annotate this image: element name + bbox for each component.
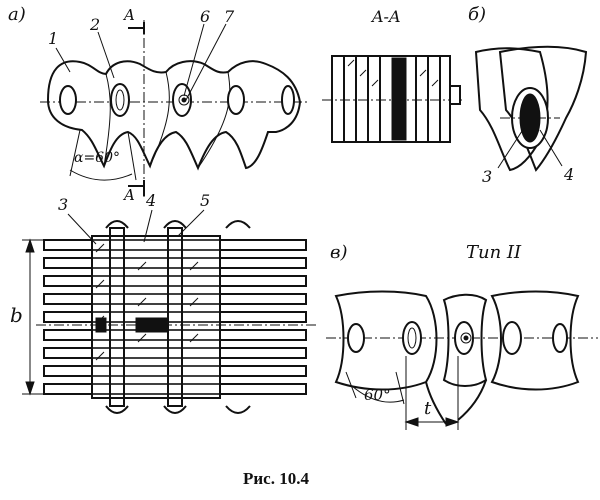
type2-hole xyxy=(502,321,522,355)
section-aa xyxy=(322,55,462,143)
type2-tooth xyxy=(457,379,487,421)
type2-hole xyxy=(552,323,568,353)
pin-hole xyxy=(227,85,245,115)
pin-head xyxy=(163,220,187,229)
angle-arc-v xyxy=(351,385,405,403)
pin-hole xyxy=(110,83,130,117)
view-a-side xyxy=(40,20,310,200)
pin-rod xyxy=(167,227,183,407)
type2-hole xyxy=(347,323,365,353)
angle-a-label: α=60° xyxy=(74,150,120,166)
angle-leg-v xyxy=(395,371,405,405)
hatching xyxy=(95,243,199,361)
leader-7 xyxy=(185,23,227,101)
width-label: b xyxy=(10,303,23,327)
pin-head xyxy=(225,405,251,414)
angle-v-label: 60° xyxy=(364,386,391,404)
pin-hole xyxy=(281,85,295,115)
pin-hole xyxy=(59,85,77,115)
plate-division xyxy=(149,71,170,167)
plate-strips xyxy=(43,239,307,395)
callout-4: 4 xyxy=(145,191,156,210)
view-v-type2 xyxy=(326,290,598,430)
pin-end xyxy=(449,85,461,105)
callout-7: 7 xyxy=(224,7,235,26)
leader-1 xyxy=(55,47,71,73)
pin-head xyxy=(105,220,129,229)
callout-2: 2 xyxy=(89,15,100,34)
pin-rod xyxy=(109,227,125,407)
hatched-zone xyxy=(91,235,221,399)
plate-division xyxy=(103,73,111,167)
callout-6: 6 xyxy=(200,7,210,26)
view-b-label: б) xyxy=(468,4,486,25)
leader-2 xyxy=(97,31,115,79)
type-label: Тип II xyxy=(466,242,522,263)
callout-5: 5 xyxy=(200,191,210,210)
pin-center xyxy=(181,97,187,103)
angle-leg-v xyxy=(345,371,357,399)
leader-4a xyxy=(539,129,563,167)
pin-head xyxy=(163,405,187,414)
callout-3-detail: 3 xyxy=(482,167,492,186)
pin-head xyxy=(105,405,129,414)
pitch-label: t xyxy=(424,398,432,419)
section-hatching xyxy=(343,56,441,142)
callout-4-detail: 4 xyxy=(563,165,574,184)
angle-leg xyxy=(69,129,81,177)
center-plate xyxy=(391,57,407,141)
angle-arc xyxy=(69,169,133,181)
dim-arrow xyxy=(25,381,35,396)
leader-4 xyxy=(143,209,153,243)
section-mark-top: A xyxy=(122,6,135,24)
dim-arrow xyxy=(445,417,460,427)
angle-leg xyxy=(127,131,137,181)
view-a-label: a) xyxy=(8,4,26,25)
plan-view xyxy=(22,209,316,414)
callout-1: 1 xyxy=(48,29,58,48)
pin-head xyxy=(225,220,251,229)
leader-5 xyxy=(177,209,205,237)
dim-arrow xyxy=(25,238,35,253)
type2-joint xyxy=(460,332,472,344)
dim-arrow xyxy=(404,417,419,427)
section-body xyxy=(331,55,451,143)
pin xyxy=(115,89,125,111)
plate-division xyxy=(197,71,231,169)
view-b-detail xyxy=(474,45,588,172)
figure-caption: Рис. 10.4 xyxy=(243,469,309,488)
callout-3: 3 xyxy=(58,195,68,214)
section-mark-bottom: A xyxy=(122,186,135,204)
view-v-label: в) xyxy=(330,242,348,263)
leader-3 xyxy=(67,213,97,245)
leader-6 xyxy=(183,23,205,97)
section-label: A-A xyxy=(370,7,401,26)
type2-hole xyxy=(402,321,422,355)
type2-plate-right xyxy=(490,290,580,391)
type2-joint-center xyxy=(463,335,469,341)
type2-pin xyxy=(407,327,417,349)
leader-3a xyxy=(497,127,525,169)
type2-tooth xyxy=(425,381,447,425)
